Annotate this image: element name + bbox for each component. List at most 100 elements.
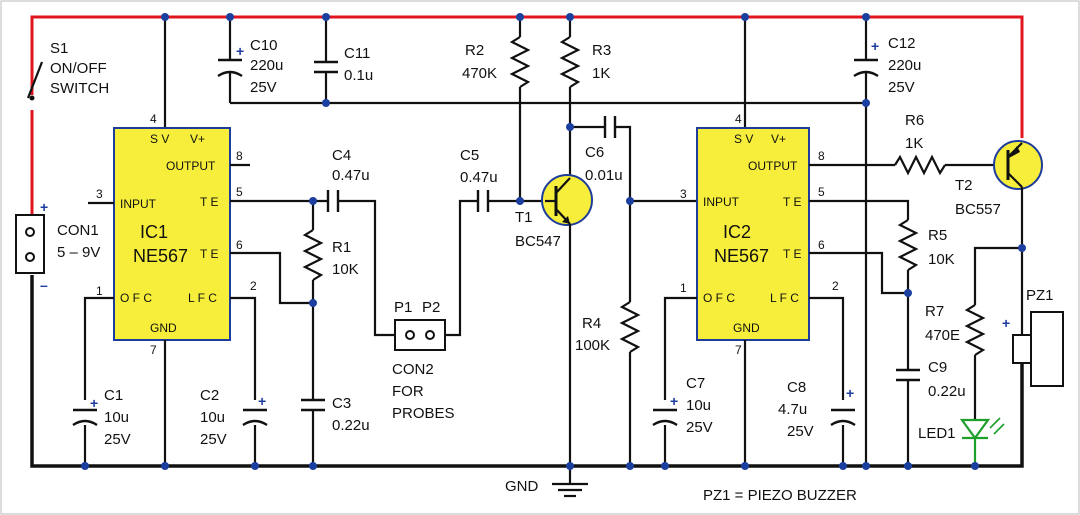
c10-name: C10 (250, 37, 278, 54)
c9: C9 0.22u (896, 359, 966, 466)
svg-text:+: + (236, 43, 244, 59)
r7-name: R7 (925, 303, 944, 320)
c11-value: 0.1u (344, 67, 373, 84)
c10: + C10 220u 25V (217, 17, 283, 103)
ic1-pin7: 7 (150, 343, 157, 357)
t2-part: BC557 (955, 201, 1001, 218)
ic1-te2: T E (200, 247, 218, 261)
junctions (81, 13, 1026, 470)
c7: + C7 10u 25V (652, 375, 713, 436)
r4-name: R4 (582, 315, 601, 332)
ground-rail (30, 275, 1024, 468)
r4: R4 100K (575, 199, 697, 466)
ic1-ofc: O F C (120, 291, 152, 305)
c6: C6 0.01u (570, 116, 632, 201)
ic1-input: INPUT (120, 197, 157, 211)
ic2-pin4: 4 (735, 112, 742, 126)
con2: P1 P2 CON2 FOR PROBES (392, 199, 478, 422)
r4-value: 100K (575, 337, 610, 354)
led1: LED1 (918, 417, 1005, 466)
r2: R2 470K (462, 17, 531, 201)
c1-volt: 25V (104, 431, 131, 448)
pz1-plus: + (1002, 315, 1010, 331)
ic1-te1: T E (200, 195, 218, 209)
pz1-name: PZ1 (1026, 287, 1054, 304)
ic2-gnd: GND (733, 321, 760, 335)
t1-name: T1 (515, 209, 533, 226)
r3-name: R3 (592, 42, 611, 59)
r6: R6 1K (809, 112, 1003, 176)
r3-value: 1K (592, 65, 610, 82)
c12-name: C12 (888, 35, 916, 52)
c8: + C8 4.7u 25V (778, 379, 856, 440)
pz1: + PZ1 (1002, 248, 1064, 387)
r7-value: 470E (925, 327, 960, 344)
svg-text:+: + (670, 393, 678, 409)
ic2-ofc: O F C (703, 291, 735, 305)
ic1-lfc: L F C (188, 291, 217, 305)
c3-value: 0.22u (332, 417, 370, 434)
note-piezo: PZ1 = PIEZO BUZZER (703, 487, 857, 504)
con1: + – CON1 5 – 9V (15, 199, 100, 293)
c9-value: 0.22u (928, 383, 966, 400)
r1-value: 10K (332, 261, 359, 278)
ic1-gnd: GND (150, 321, 177, 335)
gnd-label: GND (505, 478, 539, 495)
ic2: 4 S V V+ OUTPUT 8 INPUT 3 IC2 NE567 T E … (663, 17, 845, 466)
ic2-pin7: 7 (735, 343, 742, 357)
ic2-part: NE567 (714, 246, 769, 266)
ic2-lfc: L F C (770, 291, 799, 305)
c1: + C1 10u 25V (72, 387, 131, 448)
c8-name: C8 (787, 379, 806, 396)
c7-name: C7 (686, 375, 705, 392)
c4-network: C4 0.47u R1 10K C3 0.22u (230, 147, 395, 466)
r5-value: 10K (928, 251, 955, 268)
r2-name: R2 (465, 42, 484, 59)
c1-name: C1 (104, 387, 123, 404)
con1-plus: + (40, 199, 48, 215)
c8-volt: 25V (787, 423, 814, 440)
ic1-pin8: 8 (236, 149, 243, 163)
c5: C5 0.47u (460, 147, 545, 212)
ic2-input: INPUT (703, 195, 740, 209)
ic2-vplus: V+ (771, 132, 786, 146)
supply-rail (30, 15, 1024, 215)
r7: R7 470E (925, 246, 1022, 420)
ic1-part: NE567 (133, 246, 188, 266)
ic2-pin8: 8 (818, 149, 825, 163)
svg-text:+: + (90, 395, 98, 411)
con1-name: CON1 (57, 222, 99, 239)
ic1-pin1: 1 (96, 284, 103, 298)
con2-p2: P2 (422, 299, 440, 316)
ic1-vplus: V+ (190, 132, 205, 146)
c11: C11 0.1u (314, 17, 373, 103)
ic1-pin3: 3 (96, 187, 103, 201)
ic2-te2: T E (783, 247, 801, 261)
s1-line2: SWITCH (50, 80, 109, 97)
ic2-pin3: 3 (680, 187, 687, 201)
ic1-output: OUTPUT (166, 159, 216, 173)
ic2-te1: T E (783, 195, 801, 209)
c4-value: 0.47u (332, 167, 370, 184)
s1-line1: ON/OFF (50, 60, 107, 77)
t1-part: BC547 (515, 233, 561, 250)
c10-volt: 25V (250, 79, 277, 96)
c11-name: C11 (344, 45, 370, 62)
c7-volt: 25V (686, 419, 713, 436)
ic2-output: OUTPUT (748, 159, 798, 173)
svg-text:+: + (871, 38, 879, 54)
con2-line2: FOR (392, 383, 424, 400)
con2-p1: P1 (394, 299, 412, 316)
led1-name: LED1 (918, 425, 956, 442)
c2-value: 10u (200, 409, 225, 426)
svg-text:+: + (258, 393, 266, 409)
c9-name: C9 (928, 359, 947, 376)
svg-text:+: + (846, 385, 854, 401)
con1-value: 5 – 9V (57, 244, 100, 261)
ic1-sv: S V (150, 132, 169, 146)
ic1-pin4: 4 (150, 112, 157, 126)
c6-value: 0.01u (585, 167, 623, 184)
